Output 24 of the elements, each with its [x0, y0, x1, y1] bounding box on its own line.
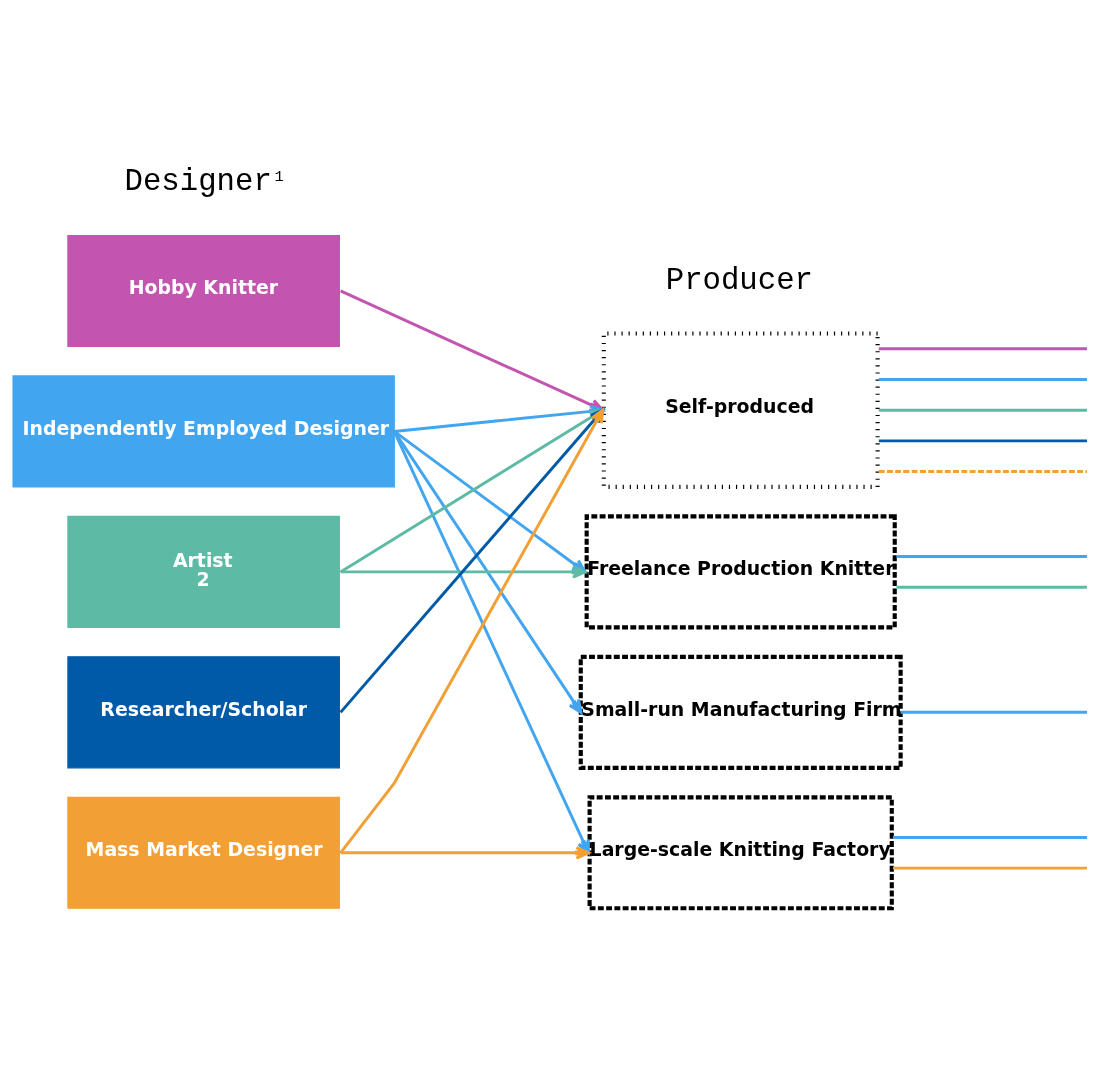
node-box: Mass Market Designer: [67, 796, 340, 909]
label: Designer: [124, 163, 272, 199]
arrow: [340, 846, 590, 860]
label: Producer: [665, 262, 813, 298]
connector: [896, 585, 1087, 589]
connector: [878, 347, 1087, 351]
node-box: Independently Employed Designer: [12, 375, 395, 488]
label: 1: [274, 167, 284, 186]
node-box: Self-produced: [601, 331, 880, 489]
node-box: Researcher/Scholar: [67, 656, 340, 769]
node-box: Artist 2: [67, 515, 340, 628]
node-box: Freelance Production Knitter: [584, 514, 897, 630]
node-box: Small-run Manufacturing Firm: [578, 654, 903, 770]
connector: [896, 555, 1087, 558]
connector: [878, 439, 1087, 443]
connector: [878, 470, 1087, 474]
node-box: Hobby Knitter: [67, 234, 340, 348]
connector: [892, 836, 1087, 839]
connector: [878, 378, 1087, 381]
arrow: [340, 565, 587, 579]
node-box: Large-scale Knitting Factory: [587, 795, 894, 911]
connector: [878, 408, 1087, 412]
connector: [892, 866, 1087, 870]
connector: [900, 710, 1087, 714]
